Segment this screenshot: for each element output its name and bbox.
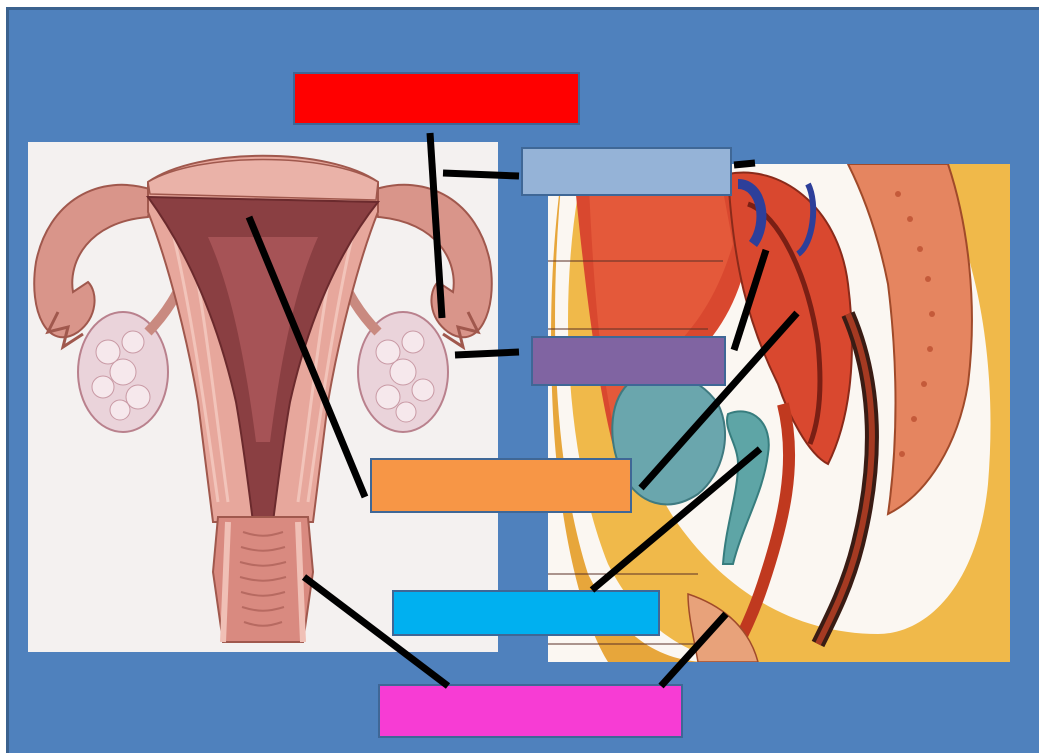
label-box-cyan[interactable] xyxy=(392,590,660,636)
uterus-frontal-svg xyxy=(28,142,498,652)
label-box-magenta[interactable] xyxy=(378,684,683,738)
label-box-purple[interactable] xyxy=(531,336,726,386)
label-box-red[interactable] xyxy=(293,72,580,125)
uterus-frontal-illustration xyxy=(28,142,498,652)
label-box-lightblue[interactable] xyxy=(521,147,732,196)
label-box-orange[interactable] xyxy=(370,458,632,513)
pelvis-sagittal-illustration xyxy=(548,164,1010,662)
pelvis-sagittal-svg xyxy=(548,164,1010,662)
